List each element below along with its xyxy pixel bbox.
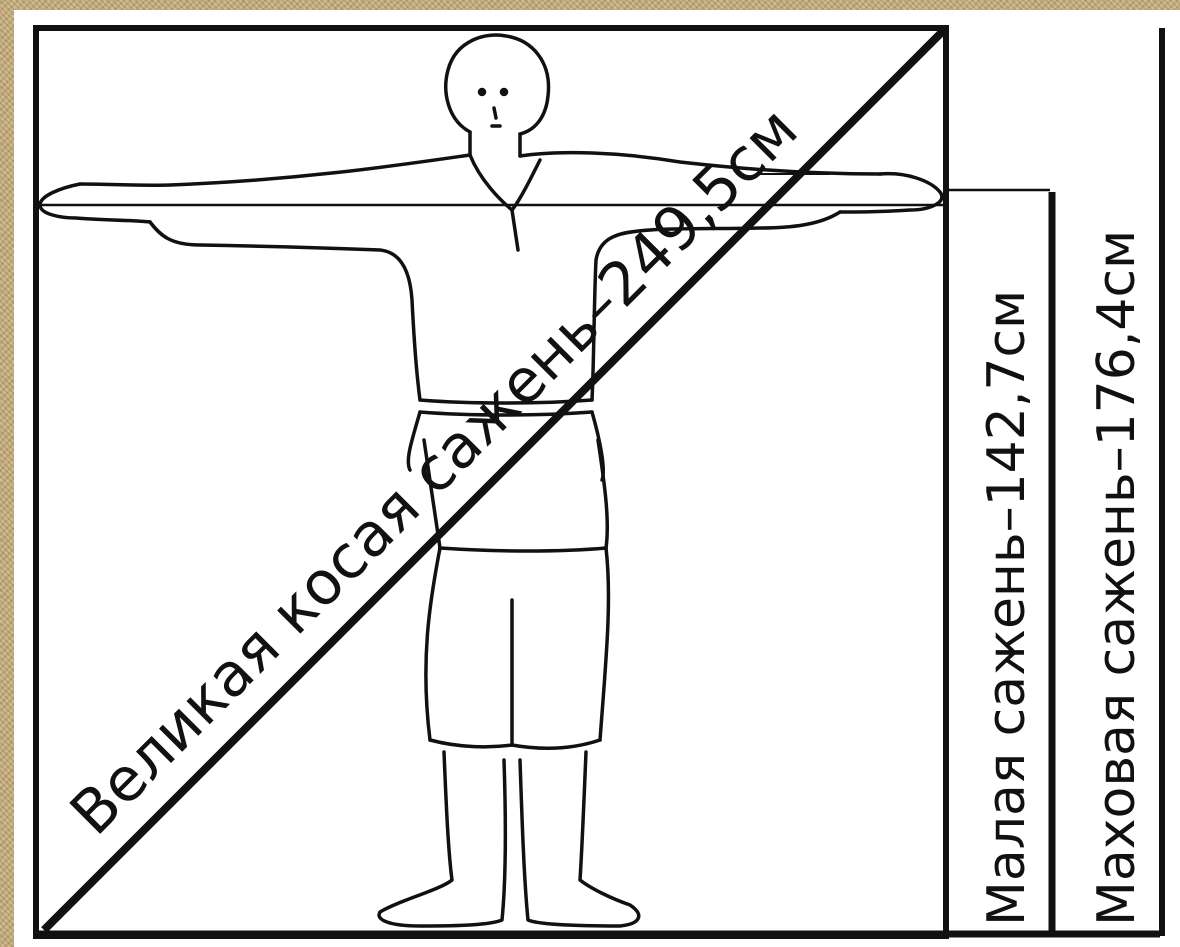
small-sazhen-label: Малая сажень–142,7см (977, 290, 1037, 926)
diagonal-label: Великая косая сажень–249,5см (57, 94, 811, 848)
diagonal-line (44, 30, 944, 930)
swing-sazhen-label: Маховая сажень–176,4см (1087, 230, 1147, 926)
